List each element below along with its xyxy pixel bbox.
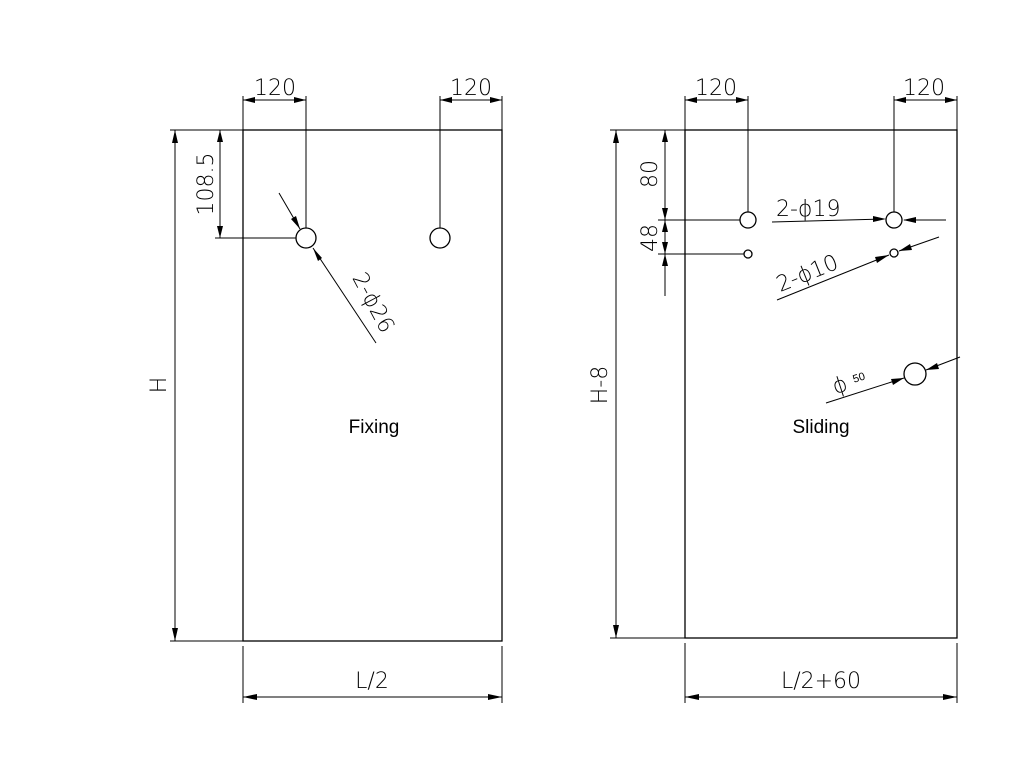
sliding-hole-right-large	[885, 211, 903, 229]
fixing-dim-hole-offset: 108.5	[194, 129, 296, 239]
sliding-hole-left-large	[739, 211, 757, 229]
sliding-dim-height: H-8	[588, 129, 685, 639]
fixing-dim-height-text: H	[147, 377, 172, 394]
sliding-hole-spec-small-text: 2-ϕ10	[773, 250, 842, 297]
fixing-dim-hole-offset-text: 108.5	[194, 153, 219, 216]
fixing-hole-spec-text: 2-ϕ26	[347, 269, 399, 338]
sliding-leader-large-holes: 2-ϕ19	[771, 197, 946, 223]
fixing-dim-top-right: 120	[439, 76, 503, 228]
sliding-handle-spec-symbol: ϕ	[829, 372, 851, 400]
sliding-dim-top-left-text: 120	[695, 76, 737, 101]
sliding-hole-spec-large-text: 2-ϕ19	[776, 197, 840, 222]
sliding-label: Sliding	[792, 417, 849, 438]
sliding-dim-top-right: 120	[893, 76, 958, 212]
fixing-hole-leader: 2-ϕ26	[278, 192, 399, 344]
sliding-leader-small-holes: 2-ϕ10	[773, 236, 940, 301]
sliding-panel: 120 120 80 48	[588, 76, 961, 703]
sliding-panel-outline	[684, 129, 958, 639]
fixing-dim-top-left-text: 120	[254, 76, 296, 101]
fixing-dim-width-text: L/2	[355, 669, 389, 694]
fixing-panel: 120 120 108.5 H	[147, 76, 503, 703]
sliding-handle-hole	[903, 362, 927, 386]
sliding-dim-top-right-text: 120	[903, 76, 945, 101]
fixing-dim-height: H	[147, 129, 243, 642]
fixing-hole-left	[295, 227, 317, 249]
fixing-panel-outline	[242, 129, 503, 642]
sliding-handle-spec-value: 50	[851, 371, 866, 386]
sliding-dim-offsets: 80 48	[638, 129, 744, 296]
fixing-dim-width: L/2	[242, 646, 503, 703]
sliding-dim-top-left: 120	[684, 76, 749, 212]
sliding-dim-width: L/2+60	[684, 643, 958, 703]
fixing-dim-top-right-text: 120	[450, 76, 492, 101]
sliding-dim-offset-48-text: 48	[638, 224, 663, 252]
sliding-hole-left-small	[743, 249, 753, 259]
sliding-hole-right-small	[889, 248, 899, 258]
fixing-label: Fixing	[349, 417, 400, 438]
fixing-dim-top-left: 120	[242, 76, 307, 228]
sliding-leader-handle-hole: ϕ 50	[825, 356, 961, 404]
sliding-dim-height-text: H-8	[588, 366, 613, 404]
sliding-dim-width-text: L/2+60	[781, 669, 861, 694]
sliding-dim-offset-80-text: 80	[638, 160, 663, 188]
fixing-hole-right	[429, 227, 451, 249]
